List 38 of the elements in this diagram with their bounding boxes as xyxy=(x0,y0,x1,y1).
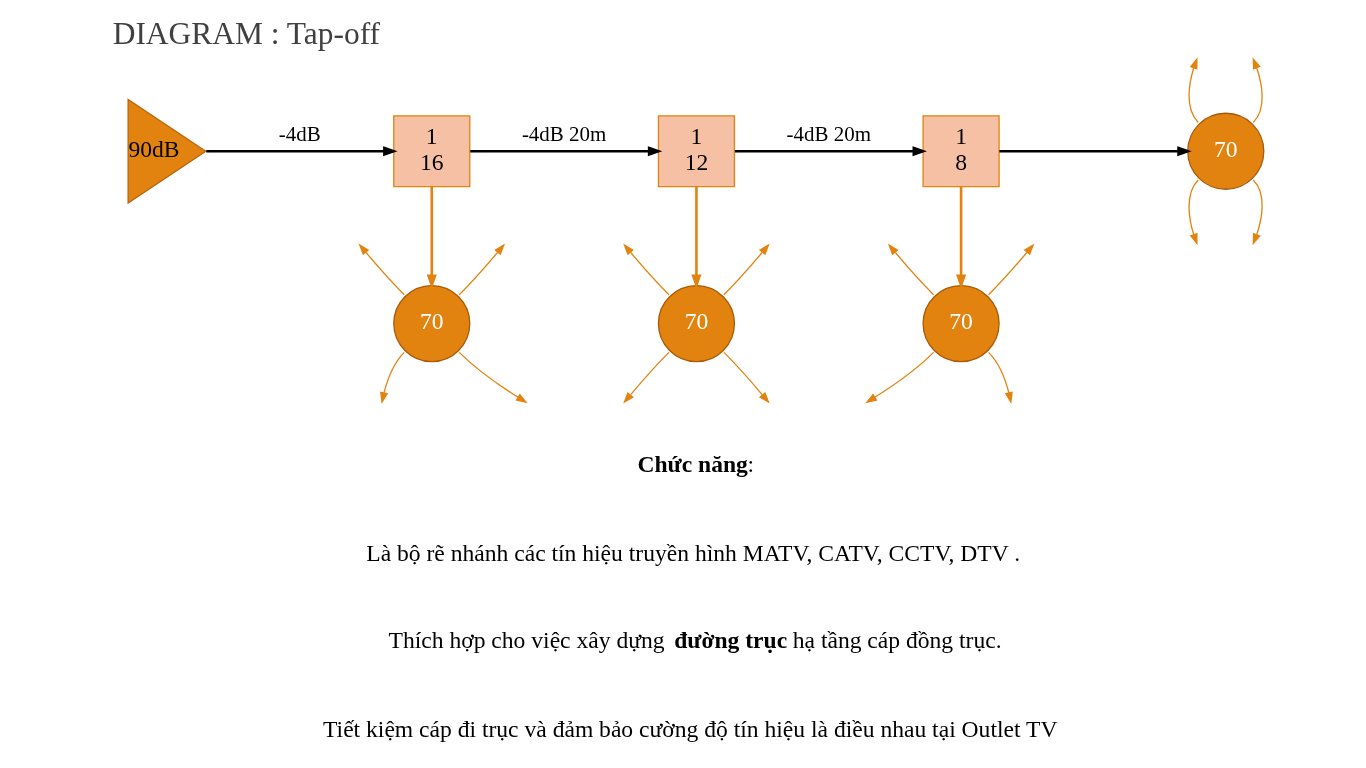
arrow xyxy=(426,186,437,289)
arrow xyxy=(458,351,528,404)
label: Là bộ rẽ nhánh các tín hiệu truyền hình MATV, CATV, CCTV, DTV . xyxy=(366,540,1021,567)
arrow xyxy=(623,351,670,404)
node-circle: 70 xyxy=(393,284,471,363)
label: Thích hợp cho việc xây dựng đường trục hạ tầng cáp đồng trục. xyxy=(388,626,1002,653)
arrow xyxy=(887,243,935,296)
arrow xyxy=(987,243,1035,296)
arrow xyxy=(1252,179,1263,246)
arrow xyxy=(1188,179,1199,246)
arrow xyxy=(1188,57,1199,124)
edge-label: -4dB xyxy=(278,121,321,146)
node-box: 1 12 xyxy=(657,115,736,188)
edge-label: -4dB 20m xyxy=(786,121,871,146)
node-circle: 70 xyxy=(922,284,1000,363)
arrow xyxy=(358,243,405,296)
node-box: 1 16 xyxy=(393,115,471,188)
arrow xyxy=(380,351,405,404)
node-box: 1 8 xyxy=(922,115,1000,188)
node-circle: 70 xyxy=(657,284,736,363)
diagram-title: DIAGRAM : Tap-off xyxy=(112,15,381,51)
arrow xyxy=(470,146,663,157)
arrow xyxy=(956,186,967,289)
label: Chức năng: xyxy=(637,451,755,478)
edge-label: -4dB 20m xyxy=(521,121,607,146)
arrow xyxy=(206,146,398,157)
arrow xyxy=(723,243,770,296)
arrow xyxy=(865,351,935,404)
node-circle: 70 xyxy=(1187,112,1265,190)
arrow xyxy=(723,351,770,404)
arrow xyxy=(1252,57,1263,124)
arrow xyxy=(458,243,506,296)
label: Tiết kiệm cáp đi trục và đảm bảo cường độ tín hiệu là điều nhau tại Outlet TV xyxy=(323,715,1058,742)
arrow xyxy=(999,146,1192,157)
arrow xyxy=(623,243,670,296)
arrow xyxy=(691,186,702,289)
arrow xyxy=(987,351,1013,404)
arrow xyxy=(734,146,927,157)
